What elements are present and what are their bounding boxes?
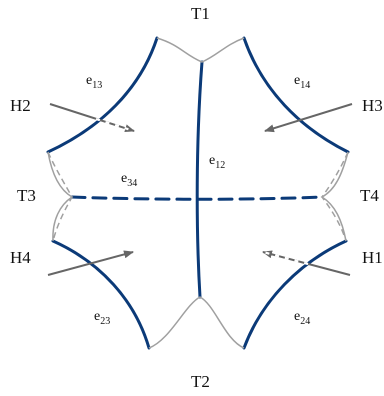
label-e14: e14 bbox=[294, 73, 310, 91]
label-e24: e24 bbox=[294, 309, 310, 327]
edge-e34-curve bbox=[70, 195, 324, 201]
label-H2: H2 bbox=[10, 96, 31, 115]
edge-e23-curve bbox=[51, 239, 151, 350]
octagon-edges bbox=[46, 36, 350, 350]
arrow-H4 bbox=[47, 250, 134, 276]
bottom-cap-T2 bbox=[148, 296, 245, 349]
label-e34: e34 bbox=[121, 171, 137, 189]
label-H4: H4 bbox=[10, 248, 31, 267]
edge-e12-curve bbox=[195, 60, 204, 299]
label-e12: e12 bbox=[209, 153, 225, 171]
label-T3: T3 bbox=[17, 186, 36, 205]
label-T1: T1 bbox=[191, 4, 210, 23]
edge-e24-curve bbox=[242, 239, 348, 350]
cusp-caps-dashed bbox=[47, 151, 349, 242]
label-H3: H3 bbox=[362, 96, 383, 115]
arrow-H2-dash bbox=[95, 117, 135, 133]
left-cap-T3-dashed bbox=[47, 151, 73, 242]
right-cap-T4 bbox=[320, 151, 349, 242]
arrow-H2 bbox=[49, 103, 135, 133]
left-cap-T3 bbox=[47, 151, 74, 242]
label-e23: e23 bbox=[94, 309, 110, 327]
edge-e13-curve bbox=[46, 36, 159, 154]
label-H1: H1 bbox=[362, 248, 383, 267]
edge-e14-curve bbox=[242, 36, 350, 154]
top-cap-T1 bbox=[156, 37, 245, 63]
label-e13: e13 bbox=[86, 73, 102, 91]
arrows bbox=[47, 103, 353, 276]
right-cap-T4-dashed bbox=[321, 151, 349, 242]
label-T4: T4 bbox=[360, 186, 379, 205]
arrow-H3 bbox=[264, 103, 353, 133]
label-T2: T2 bbox=[191, 372, 210, 391]
arrow-H1-dash bbox=[262, 250, 309, 266]
